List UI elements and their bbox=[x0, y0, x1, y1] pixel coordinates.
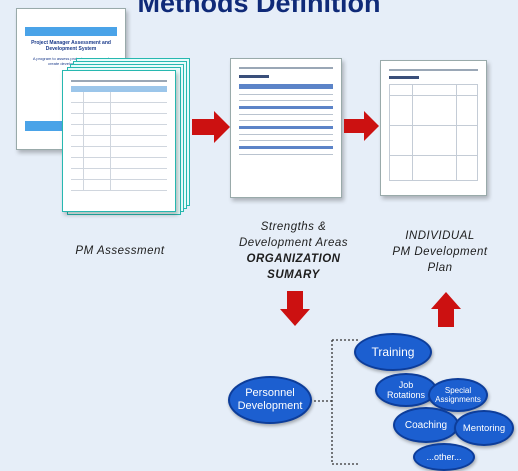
caption-individual-line2: PM Development bbox=[392, 246, 488, 258]
cover-band-top bbox=[25, 27, 117, 36]
caption-individual-line1: INDIVIDUAL bbox=[405, 230, 475, 242]
caption-individual-line3: Plan bbox=[427, 262, 453, 274]
caption-org-line2: SUMARY bbox=[267, 269, 320, 281]
node-special-assignments: Special Assignments bbox=[428, 378, 488, 412]
caption-pm-assessment: PM Assessment bbox=[75, 245, 165, 257]
cover-heading: Project Manager Assessment and Developme… bbox=[31, 40, 111, 52]
bracket-connector bbox=[314, 339, 358, 465]
assessment-form bbox=[62, 70, 176, 212]
individual-plan-document bbox=[380, 60, 487, 196]
arrow-up bbox=[431, 292, 461, 327]
node-training: Training bbox=[354, 333, 432, 371]
caption-org-line1: ORGANIZATION bbox=[246, 253, 341, 265]
cover-subtext: A program to assess project managers and… bbox=[32, 56, 109, 66]
arrow-down bbox=[280, 291, 310, 326]
caption-individual: INDIVIDUAL PM Development Plan bbox=[380, 228, 500, 276]
arrow-right-1 bbox=[192, 111, 230, 143]
page-title: Methods Definition bbox=[137, 0, 381, 18]
node-personnel-development: Personnel Development bbox=[228, 376, 312, 424]
node-job-rotations: Job Rotations bbox=[375, 373, 437, 407]
node-coaching: Coaching bbox=[393, 407, 459, 443]
node-mentoring: Mentoring bbox=[454, 410, 514, 446]
caption-strengths-line2: Development Areas bbox=[238, 237, 349, 249]
caption-strengths: Strengths & Development Areas ORGANIZATI… bbox=[226, 219, 361, 283]
caption-strengths-line1: Strengths & bbox=[260, 221, 327, 233]
node-other: ...other... bbox=[413, 443, 475, 471]
strengths-document bbox=[230, 58, 342, 198]
arrow-right-2 bbox=[344, 111, 379, 141]
